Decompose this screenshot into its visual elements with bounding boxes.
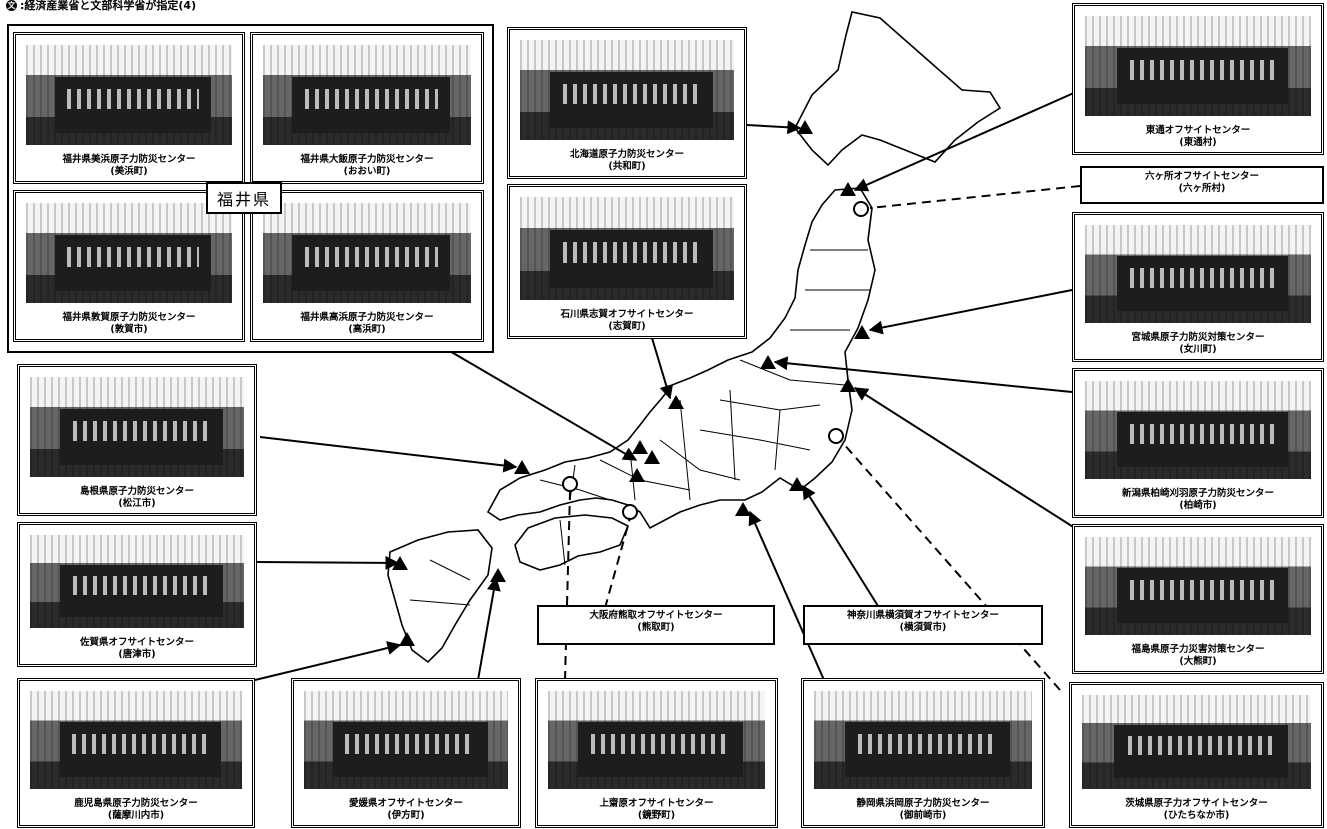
card-ehime[interactable]: 愛媛県オフサイトセンター(伊方町) (291, 678, 521, 828)
facility-location: (敦賀市) (110, 324, 148, 335)
facility-location: (大熊町) (1179, 656, 1217, 667)
facility-photo (26, 203, 232, 303)
facility-location: (薩摩川内市) (107, 810, 165, 821)
facility-location: (共和町) (608, 161, 646, 172)
facility-photo (1085, 16, 1311, 116)
facility-location: (志賀町) (608, 321, 646, 332)
facility-name: 福井県高浜原子力防災センター (300, 312, 434, 323)
card-fukushima[interactable]: 福島県原子力災害対策センター(大熊町) (1072, 524, 1324, 674)
facility-location: (伊方町) (387, 810, 425, 821)
facility-name: 新潟県柏崎刈羽原子力防災センター (1121, 488, 1274, 499)
facility-location: (女川町) (1179, 344, 1217, 355)
card-higashidori[interactable]: 東通オフサイトセンター(東通村) (1072, 3, 1324, 155)
facility-name: 福井県敦賀原子力防災センター (62, 312, 196, 323)
facility-name: 北海道原子力防災センター (569, 149, 684, 160)
facility-name: 茨城県原子力オフサイトセンター (1125, 798, 1268, 809)
facility-location: (美浜町) (110, 166, 148, 177)
facility-photo (26, 45, 232, 145)
facility-location: (鏡野町) (637, 810, 676, 821)
card-mihama[interactable]: 福井県美浜原子力防災センター(美浜町) (13, 32, 245, 184)
facility-name: 島根県原子力防災センター (79, 486, 194, 497)
legend: 文 :経済産業省と文部科学省が指定(4) (6, 0, 196, 13)
facility-photo (30, 691, 242, 789)
facility-location: (六ヶ所村) (1178, 183, 1226, 194)
mext-mark-icon: 文 (6, 0, 17, 11)
facility-location: (松江市) (118, 498, 156, 509)
facility-photo (520, 40, 734, 140)
facility-location: (ひたちなか市) (1163, 810, 1230, 821)
facility-location: (おおい町) (343, 166, 391, 177)
legend-text: :経済産業省と文部科学省が指定(4) (20, 0, 197, 12)
card-tsuruga[interactable]: 福井県敦賀原子力防災センター(敦賀市) (13, 190, 245, 342)
card-kanagawa[interactable]: 神奈川県横須賀オフサイトセンター (横須賀市) (803, 605, 1043, 645)
facility-name: 静岡県浜岡原子力防災センター (856, 798, 990, 809)
card-hokkaido[interactable]: 北海道原子力防災センター(共和町) (507, 27, 747, 179)
card-ibaraki[interactable]: 茨城県原子力オフサイトセンター(ひたちなか市) (1069, 682, 1324, 828)
facility-photo (548, 691, 765, 789)
facility-location: (高浜町) (348, 324, 386, 335)
facility-name: 東通オフサイトセンター (1145, 125, 1251, 136)
facility-location: (熊取町) (637, 622, 675, 633)
facility-photo (1085, 381, 1311, 479)
facility-name: 上齋原オフサイトセンター (599, 798, 714, 809)
facility-location: (横須賀市) (899, 622, 947, 633)
facility-name: 福井県大飯原子力防災センター (300, 154, 434, 165)
card-saga[interactable]: 佐賀県オフサイトセンター(唐津市) (17, 522, 257, 667)
facility-name: 神奈川県横須賀オフサイトセンター (846, 610, 999, 621)
facility-photo (1082, 695, 1311, 789)
fukui-label: 福井県 (206, 182, 282, 214)
card-kagoshima[interactable]: 鹿児島県原子力防災センター(薩摩川内市) (17, 678, 255, 828)
facility-location: (柏崎市) (1179, 500, 1217, 511)
facility-name: 大阪府熊取オフサイトセンター (589, 610, 723, 621)
card-ohi[interactable]: 福井県大飯原子力防災センター(おおい町) (250, 32, 484, 184)
facility-location: (御前崎市) (899, 810, 947, 821)
facility-name: 愛媛県オフサイトセンター (348, 798, 463, 809)
facility-photo (30, 535, 244, 628)
facility-photo (304, 691, 508, 789)
facility-location: (唐津市) (118, 649, 156, 660)
facility-photo (1085, 537, 1311, 635)
facility-photo (814, 691, 1032, 789)
facility-location: (東通村) (1179, 137, 1217, 148)
facility-name: 佐賀県オフサイトセンター (79, 637, 194, 648)
facility-photo (1085, 225, 1311, 323)
facility-name: 石川県志賀オフサイトセンター (560, 309, 694, 320)
card-shimane[interactable]: 島根県原子力防災センター(松江市) (17, 364, 257, 516)
facility-photo (263, 203, 471, 303)
facility-photo (520, 197, 734, 300)
card-niigata[interactable]: 新潟県柏崎刈羽原子力防災センター(柏崎市) (1072, 368, 1324, 518)
facility-name: 福井県美浜原子力防災センター (62, 154, 196, 165)
japan-outline (387, 11, 1002, 664)
card-rokkasho[interactable]: 六ヶ所オフサイトセンター (六ヶ所村) (1080, 166, 1324, 204)
card-osaka[interactable]: 大阪府熊取オフサイトセンター (熊取町) (537, 605, 775, 645)
facility-name: 鹿児島県原子力防災センター (74, 798, 198, 809)
facility-photo (263, 45, 471, 145)
card-shizuoka[interactable]: 静岡県浜岡原子力防災センター(御前崎市) (801, 678, 1045, 828)
card-miyagi[interactable]: 宮城県原子力防災対策センター(女川町) (1072, 212, 1324, 362)
card-shika[interactable]: 石川県志賀オフサイトセンター(志賀町) (507, 184, 747, 339)
facility-name: 六ヶ所オフサイトセンター (1144, 171, 1259, 182)
facility-name: 福島県原子力災害対策センター (1131, 644, 1265, 655)
facility-name: 宮城県原子力防災対策センター (1131, 332, 1265, 343)
facility-photo (30, 377, 244, 477)
card-kamisaibara[interactable]: 上齋原オフサイトセンター(鏡野町) (535, 678, 778, 828)
card-takahama[interactable]: 福井県高浜原子力防災センター(高浜町) (250, 190, 484, 342)
